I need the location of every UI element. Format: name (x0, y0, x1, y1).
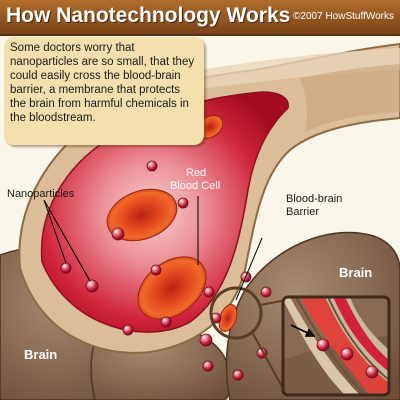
label-brain-left: Brain (24, 347, 58, 362)
magnifier-circle (209, 286, 263, 340)
leader-lines (43, 196, 263, 301)
title-bar: How Nanotechnology Works ©2007 HowStuffW… (0, 0, 400, 36)
barrier-inset (281, 295, 391, 397)
label-blood-brain-barrier-line1: Blood-brain (286, 193, 343, 205)
page-title: How Nanotechnology Works (6, 4, 291, 27)
label-blood-brain-barrier-line2: Barrier (286, 206, 320, 218)
label-red-blood-cell-line2: Blood Cell (170, 180, 221, 192)
caption-box: Some doctors worry that nanoparticles ar… (4, 37, 204, 145)
label-red-blood-cell-line1: Red (186, 167, 207, 179)
copyright-notice: ©2007 HowStuffWorks (293, 11, 394, 22)
label-brain-right: Brain (339, 265, 373, 280)
label-nanoparticles: Nanoparticles (7, 188, 75, 200)
